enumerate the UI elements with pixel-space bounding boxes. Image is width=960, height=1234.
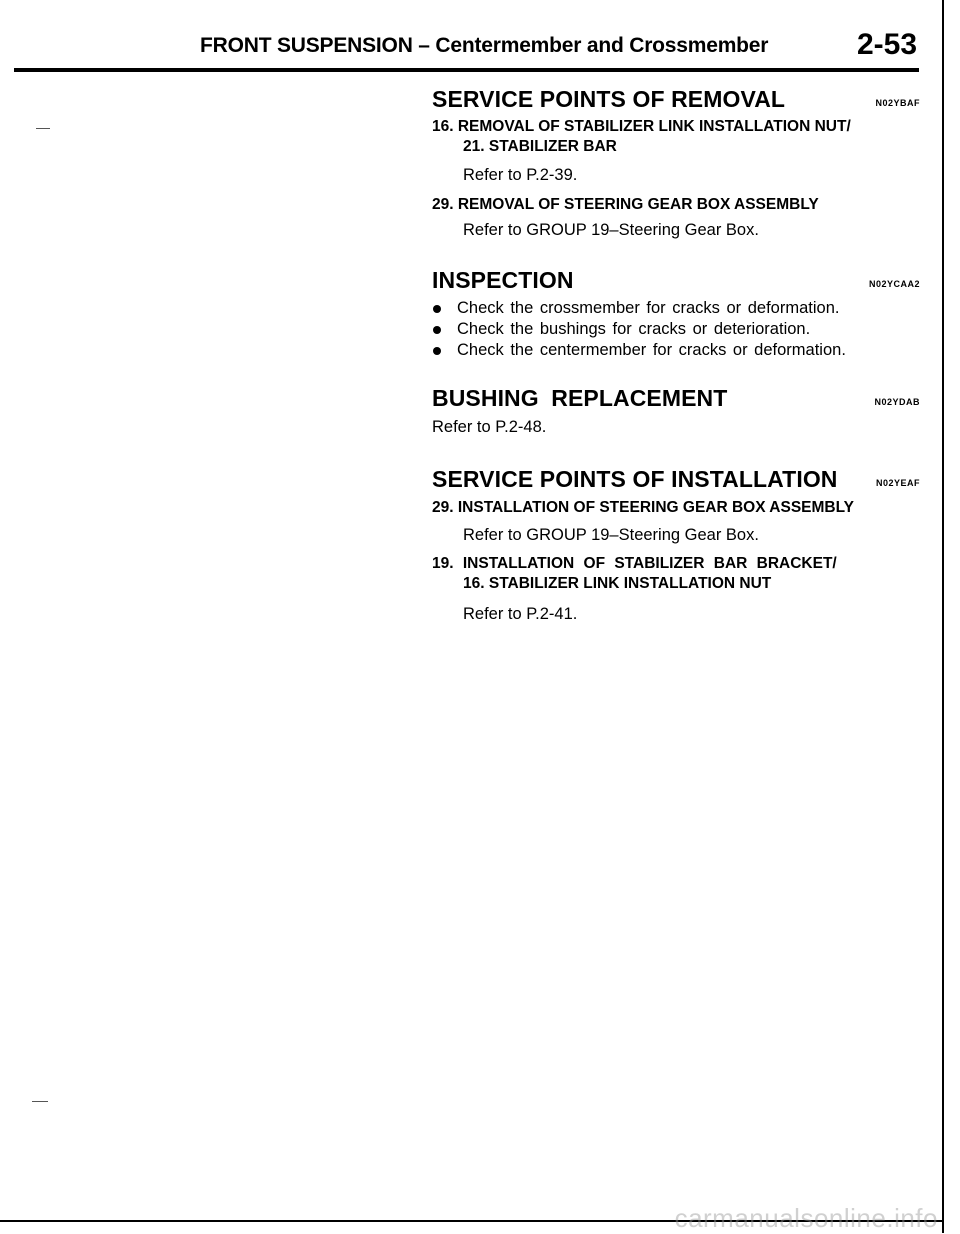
bullet-icon: [433, 347, 441, 355]
section-heading-row: INSPECTION N02YCAA2: [432, 267, 920, 294]
removal-item-16-21: 16. REMOVAL OF STABILIZER LINK INSTALLAT…: [432, 117, 922, 157]
bushing-body: Refer to P.2-48.: [432, 418, 547, 436]
section-heading-row: SERVICE POINTS OF REMOVAL N02YBAF: [432, 86, 920, 113]
section-code: N02YDAB: [874, 397, 920, 407]
watermark: carmanualsonline.info: [674, 1203, 938, 1233]
section-heading-row: SERVICE POINTS OF INSTALLATION N02YEAF: [432, 466, 920, 493]
item-title-line: 29. REMOVAL OF STEERING GEAR BOX ASSEMBL…: [432, 196, 819, 213]
footer-rule: [0, 1220, 944, 1222]
list-item: Check the crossmember for cracks or defo…: [432, 298, 922, 319]
scan-mark: [36, 128, 50, 129]
section-removal: SERVICE POINTS OF REMOVAL N02YBAF 16. RE…: [432, 86, 922, 241]
item-body: Refer to GROUP 19–Steering Gear Box.: [463, 526, 759, 544]
scan-mark: [32, 1101, 48, 1102]
main-content: SERVICE POINTS OF REMOVAL N02YBAF 16. RE…: [432, 80, 922, 625]
item-title-line: 19. INSTALLATION OF STABILIZER BAR BRACK…: [432, 555, 837, 572]
page-edge-rule: [942, 0, 944, 1233]
section-code: N02YBAF: [875, 98, 920, 108]
section-heading-row: BUSHING REPLACEMENT N02YDAB: [432, 385, 920, 412]
page-header: FRONT SUSPENSION – Centermember and Cros…: [0, 0, 960, 80]
bullet-icon: [433, 305, 441, 313]
section-heading: SERVICE POINTS OF REMOVAL: [432, 86, 786, 112]
item-body: Refer to P.2-41.: [463, 605, 578, 623]
section-code: N02YCAA2: [868, 279, 920, 289]
header-rule: [14, 68, 919, 72]
inspection-list: Check the crossmember for cracks or defo…: [432, 298, 922, 361]
section-bushing: BUSHING REPLACEMENT N02YDAB Refer to P.2…: [432, 385, 922, 438]
section-installation: SERVICE POINTS OF INSTALLATION N02YEAF 2…: [432, 466, 922, 625]
section-heading: SERVICE POINTS OF INSTALLATION: [432, 466, 838, 492]
page-number: 2-53: [856, 28, 917, 61]
item-title-line: 29. INSTALLATION OF STEERING GEAR BOX AS…: [432, 499, 854, 516]
section-heading: INSPECTION: [432, 267, 574, 293]
page-title: FRONT SUSPENSION – Centermember and Cros…: [200, 34, 769, 57]
removal-item-29: 29. REMOVAL OF STEERING GEAR BOX ASSEMBL…: [432, 195, 922, 215]
item-body: Refer to P.2-39.: [463, 166, 578, 184]
list-item: Check the centermember for cracks or def…: [432, 340, 922, 361]
item-title-line: 16. REMOVAL OF STABILIZER LINK INSTALLAT…: [432, 118, 851, 135]
installation-item-29: 29. INSTALLATION OF STEERING GEAR BOX AS…: [432, 498, 922, 518]
section-inspection: INSPECTION N02YCAA2 Check the crossmembe…: [432, 267, 922, 361]
bullet-icon: [433, 326, 441, 334]
section-heading: BUSHING REPLACEMENT: [432, 385, 728, 411]
list-item: Check the bushings for cracks or deterio…: [432, 319, 922, 340]
item-body: Refer to GROUP 19–Steering Gear Box.: [463, 221, 759, 239]
section-code: N02YEAF: [875, 478, 920, 488]
installation-item-19-16: 19. INSTALLATION OF STABILIZER BAR BRACK…: [432, 554, 922, 594]
item-title-line: 16. STABILIZER LINK INSTALLATION NUT: [463, 575, 772, 592]
item-title-line: 21. STABILIZER BAR: [463, 138, 617, 155]
